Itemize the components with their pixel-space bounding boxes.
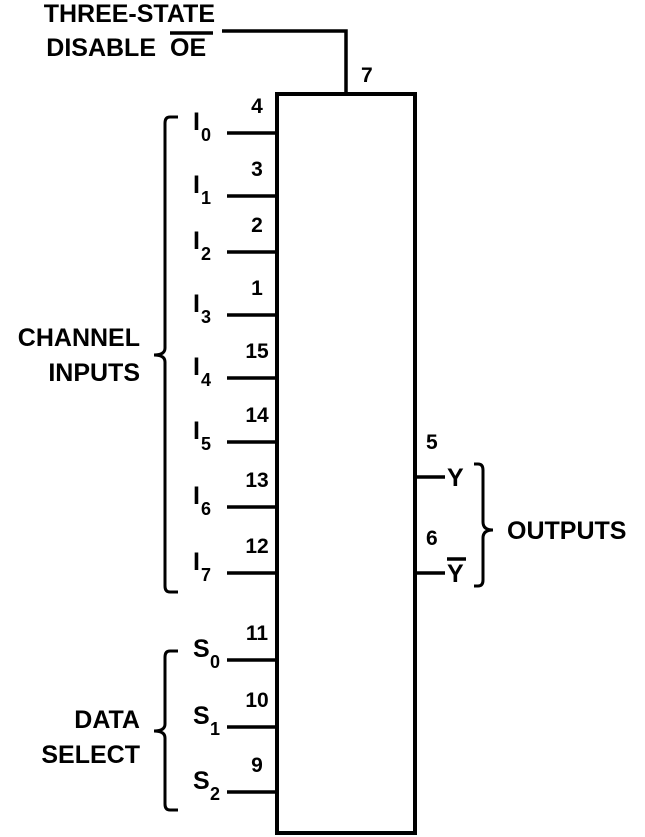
oe-label-line1: THREE-STATE — [44, 0, 215, 28]
channel-label-line1: CHANNEL — [18, 324, 140, 352]
oe-signal-label: OE — [170, 34, 206, 62]
channel-inputs-brace — [153, 115, 178, 594]
channel-pin-number: 12 — [245, 535, 268, 558]
select-pin-number: 10 — [245, 689, 268, 712]
channel-signal-name: I — [193, 353, 200, 381]
select-signal-subscript: 2 — [210, 784, 220, 804]
channel-label-line2: INPUTS — [48, 359, 140, 387]
channel-pin-number: 15 — [245, 340, 269, 363]
select-label-line2: SELECT — [41, 741, 140, 769]
output-signal-name: Y — [447, 464, 464, 492]
channel-signal-name: I — [193, 482, 200, 510]
channel-signal-subscript: 6 — [201, 499, 211, 519]
select-signal-name: S — [193, 767, 210, 795]
channel-signal-name: I — [193, 548, 200, 576]
channel-signal-name: I — [193, 108, 200, 136]
ic-body — [275, 92, 417, 835]
channel-signal-subscript: 3 — [201, 307, 211, 327]
channel-signal-subscript: 5 — [201, 434, 211, 454]
channel-pin-number: 2 — [251, 214, 263, 237]
channel-signal-name: I — [193, 290, 200, 318]
output-pin-number: 5 — [426, 431, 438, 454]
channel-signal-subscript: 2 — [201, 244, 211, 264]
channel-signal-name: I — [193, 171, 200, 199]
channel-pin-number: 4 — [251, 95, 263, 118]
channel-signal-subscript: 7 — [201, 565, 211, 585]
channel-signal-subscript: 1 — [201, 188, 211, 208]
select-label-line1: DATA — [74, 706, 140, 734]
select-signal-name: S — [193, 635, 210, 663]
oe-wire — [222, 29, 348, 94]
select-inputs-brace — [153, 649, 178, 812]
output-pin-1: 6Y — [415, 527, 466, 588]
oe-label-line2: DISABLE — [46, 34, 156, 62]
oe-pin-number: 7 — [361, 64, 373, 87]
channel-pin-number: 3 — [251, 158, 263, 181]
outputs-label: OUTPUTS — [507, 517, 626, 545]
select-signal-subscript: 1 — [210, 719, 220, 739]
channel-signal-name: I — [193, 417, 200, 445]
channel-pin-number: 14 — [245, 404, 269, 427]
select-pin-number: 11 — [246, 622, 269, 645]
output-signal-name: Y — [447, 560, 464, 588]
channel-signal-subscript: 0 — [201, 125, 211, 145]
select-signal-name: S — [193, 702, 210, 730]
outputs-brace — [474, 462, 494, 588]
output-pin-number: 6 — [426, 527, 438, 550]
channel-signal-name: I — [193, 227, 200, 255]
channel-pin-number: 1 — [251, 277, 263, 300]
select-pin-number: 9 — [251, 754, 263, 777]
channel-pin-number: 13 — [245, 469, 268, 492]
output-pin-0: 5Y — [415, 431, 464, 492]
channel-signal-subscript: 4 — [201, 370, 211, 390]
select-signal-subscript: 0 — [210, 652, 220, 672]
